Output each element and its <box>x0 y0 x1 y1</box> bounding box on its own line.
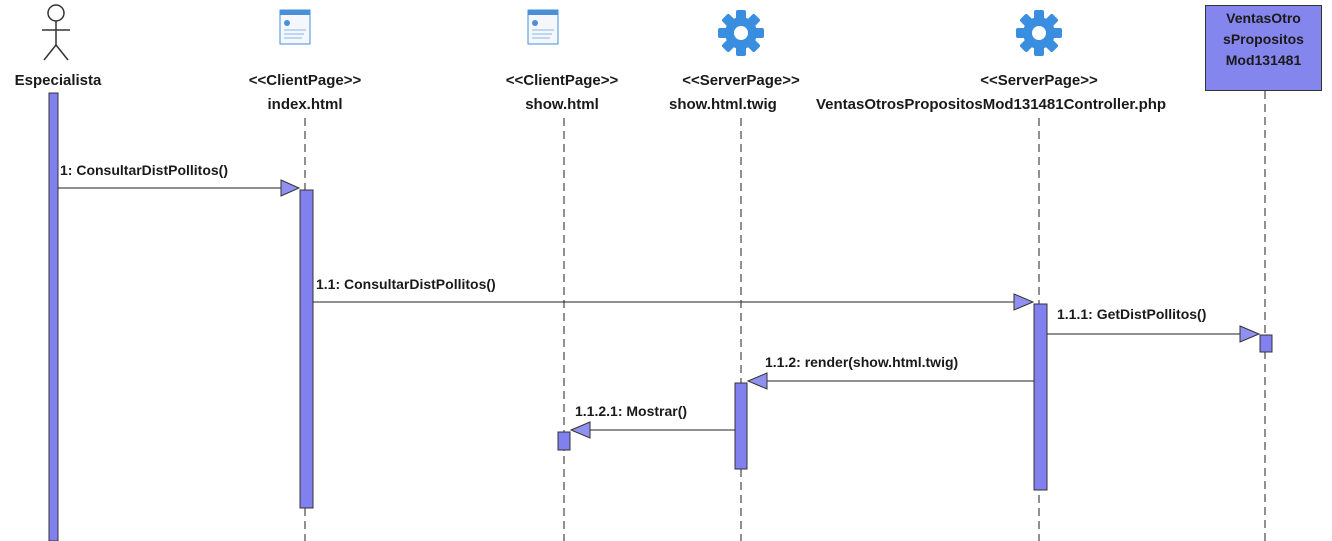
gear-icon <box>718 10 764 56</box>
arrowhead-1-1-2 <box>746 372 768 390</box>
entity-name-line-2: sPropositos <box>1223 31 1304 47</box>
index-stereotype: <<ClientPage>> <box>248 72 362 89</box>
arrowhead-1-1-2-1 <box>569 421 591 439</box>
index-name: index.html <box>267 96 343 113</box>
twig-stereotype: <<ServerPage>> <box>682 72 800 89</box>
message-label-1-1-2: 1.1.2: render(show.html.twig) <box>765 354 959 370</box>
entity-box: VentasOtro sPropositos Mod131481 <box>1205 5 1322 91</box>
message-label-1-1: 1.1: ConsultarDistPollitos() <box>316 276 496 292</box>
message-label-1: 1: ConsultarDistPollitos() <box>60 162 229 178</box>
entity-name-line-3: Mod131481 <box>1225 52 1302 68</box>
entity-name-line-1: VentasOtro <box>1226 10 1301 26</box>
show-name: show.html <box>525 96 599 113</box>
activation-index <box>299 189 314 509</box>
activation-entity <box>1259 334 1273 353</box>
activation-actor <box>48 92 59 541</box>
client-page-icon <box>279 9 311 45</box>
controller-stereotype: <<ServerPage>> <box>980 72 1098 89</box>
actor-icon <box>42 4 70 61</box>
show-stereotype: <<ClientPage>> <box>505 72 619 89</box>
arrowhead-1-1-1 <box>1239 325 1261 343</box>
activation-twig <box>734 382 748 470</box>
actor-name: Especialista <box>14 72 102 89</box>
controller-name: VentasOtrosPropositosMod131481Controller… <box>816 96 1167 113</box>
activation-controller <box>1033 303 1048 491</box>
message-label-1-1-1: 1.1.1: GetDistPollitos() <box>1057 306 1207 322</box>
arrowhead-1 <box>280 179 301 197</box>
arrowhead-1-1 <box>1013 293 1035 311</box>
gear-icon <box>1016 10 1062 56</box>
twig-name: show.html.twig <box>669 96 777 113</box>
activation-show <box>557 431 571 451</box>
client-page-icon <box>527 9 559 45</box>
message-label-1-1-2-1: 1.1.2.1: Mostrar() <box>575 403 688 419</box>
